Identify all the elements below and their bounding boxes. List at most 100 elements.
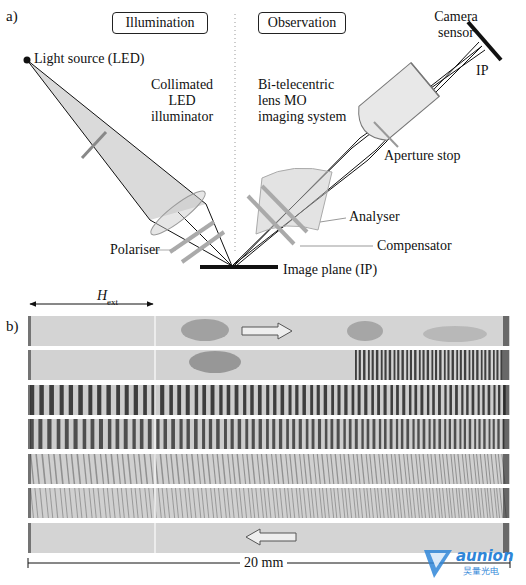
domain-stripe <box>419 488 423 518</box>
domain-stripe <box>461 385 463 415</box>
watermark: aunion <box>456 548 514 565</box>
domain-stripe <box>364 385 367 415</box>
domain-stripe <box>444 419 446 449</box>
domain-stripe <box>361 419 363 449</box>
domain-stripe <box>366 454 370 484</box>
domain-stripe <box>202 419 205 449</box>
domain-stripe <box>144 488 148 518</box>
domain-stripe <box>353 454 357 484</box>
domain-stripe <box>250 385 253 415</box>
domain-stripe <box>454 419 457 449</box>
domain-stripe <box>447 350 449 380</box>
domain-stripe <box>373 454 377 484</box>
domain-stripe <box>352 488 356 518</box>
domain-stripe <box>251 454 255 484</box>
domain-stripe <box>449 419 451 449</box>
domain-stripe <box>427 350 429 380</box>
domain-stripe <box>368 350 370 380</box>
domain-stripe <box>295 385 298 415</box>
domain-stripe <box>279 419 282 449</box>
domain-stripe <box>476 454 480 484</box>
domain-stripe <box>69 385 73 415</box>
section-box: Illumination <box>112 12 208 34</box>
domain-stripe <box>496 350 498 380</box>
domain-stripe <box>227 454 231 484</box>
domain-stripe <box>344 385 347 415</box>
domain-stripe <box>125 385 129 415</box>
domain-stripe <box>144 454 149 484</box>
domain-stripe <box>45 488 49 518</box>
domain-stripe <box>64 488 68 518</box>
domain-stripe <box>340 454 344 484</box>
domain-stripe <box>307 488 311 518</box>
domain-stripe <box>472 385 475 415</box>
domain-stripe <box>186 385 190 415</box>
domain-stripe <box>255 488 259 518</box>
domain-stripe <box>194 419 198 449</box>
domain-stripe <box>439 350 441 380</box>
mo-strip <box>28 523 510 553</box>
domain-stripe <box>480 454 484 484</box>
domain-stripe <box>391 488 395 518</box>
domain-stripe <box>117 488 121 518</box>
domain-stripe <box>127 454 132 484</box>
domain-stripe <box>289 454 293 484</box>
domain-stripe <box>482 385 484 415</box>
domain-stripe <box>107 488 111 518</box>
domain-stripe <box>83 419 87 449</box>
domain-stripe <box>310 385 313 415</box>
domain-stripe <box>376 350 378 380</box>
domain-stripe <box>245 419 248 449</box>
domain-stripe <box>117 454 121 484</box>
part-label: Polariser <box>110 242 160 258</box>
domain-stripe <box>490 488 494 518</box>
domain-stripe <box>414 385 417 415</box>
analyser-lens <box>256 168 332 234</box>
domain-stripe <box>396 385 399 415</box>
domain-stripe <box>423 419 426 449</box>
domain-stripe <box>166 488 170 518</box>
domain-stripe <box>235 385 239 415</box>
domain-stripe <box>88 385 92 415</box>
domain-stripe <box>48 454 52 484</box>
domain-stripe <box>478 419 480 449</box>
light-ray <box>27 60 232 266</box>
leader-line <box>320 218 346 222</box>
domain-stripe <box>427 454 431 484</box>
domain-stripe <box>419 454 423 484</box>
domain-stripe <box>314 488 318 518</box>
domain-stripe <box>289 385 292 415</box>
aperture-stop <box>374 122 398 147</box>
domain-stripe <box>231 488 235 518</box>
domain-stripe <box>132 419 135 449</box>
domain-stripe <box>287 488 291 518</box>
domain-stripe <box>349 419 352 449</box>
domain-stripe <box>401 419 403 449</box>
watermark: 昊量光电 <box>463 566 499 576</box>
domain-stripe <box>39 385 43 415</box>
domain-stripe <box>401 350 403 380</box>
domain-stripe <box>105 454 109 484</box>
domain-stripe <box>35 454 39 484</box>
domain-stripe <box>406 350 408 380</box>
strip-edge <box>503 314 509 556</box>
domain-stripe <box>263 488 267 518</box>
defect-line <box>154 314 156 555</box>
domain-stripe <box>148 488 152 518</box>
domain-stripe <box>384 419 387 449</box>
domain-stripe <box>158 488 162 518</box>
domain-stripe <box>78 488 82 518</box>
domain-stripe <box>491 454 495 484</box>
domain-stripe <box>381 350 383 380</box>
direction-arrow <box>246 529 296 545</box>
domain-stripe <box>83 454 87 484</box>
domain-stripe <box>464 350 466 380</box>
mo-strip <box>28 350 510 380</box>
domain-stripe <box>469 454 473 484</box>
part-label: Camera sensor <box>428 9 484 41</box>
domain-stripe <box>330 454 334 484</box>
domain-stripe <box>243 385 246 415</box>
domain-stripe <box>402 385 405 415</box>
domain-stripe <box>398 488 402 518</box>
